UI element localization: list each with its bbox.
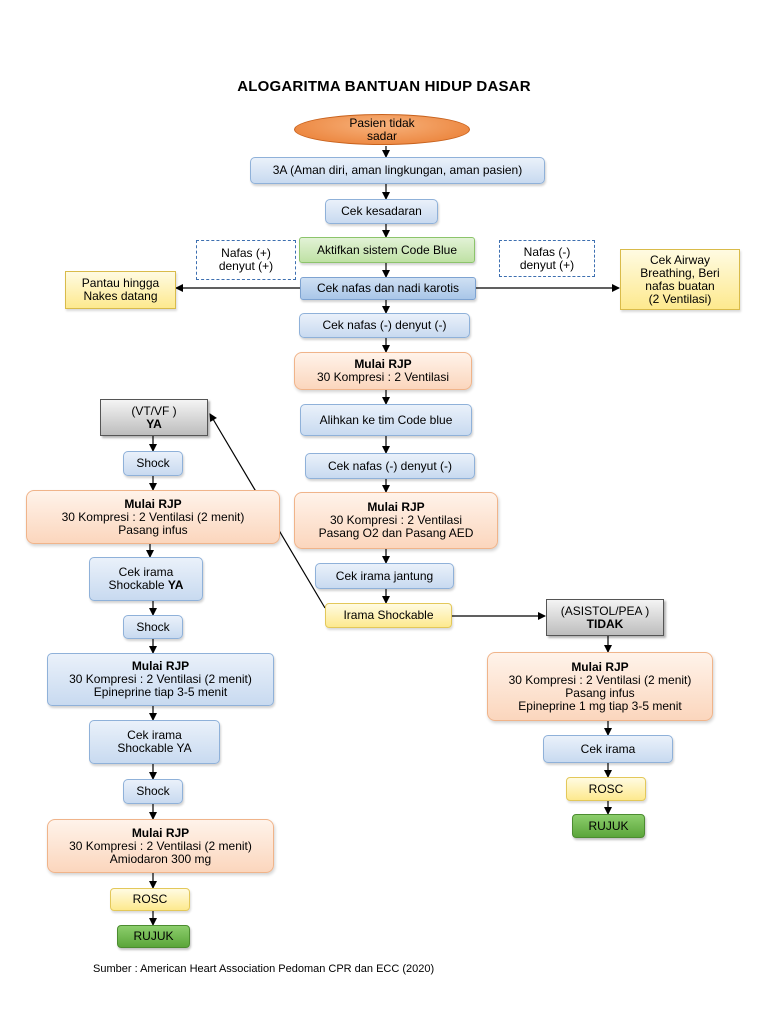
node-shock-3: Shock: [123, 779, 183, 804]
rujuk-left-label: RUJUK: [133, 929, 174, 943]
node-shock-2: Shock: [123, 615, 183, 639]
rosc-left-label: ROSC: [132, 892, 168, 906]
rjp-c-title: Mulai RJP: [131, 825, 190, 840]
node-cek-irama-shockable-2: Cek irama Shockable YA: [89, 720, 220, 764]
rosc-right-label: ROSC: [588, 781, 624, 796]
rjp-a-line2: Pasang infus: [118, 522, 188, 537]
rjp-c-line2: Amiodaron 300 mg: [109, 851, 212, 866]
airway-line2: Breathing, Beri: [640, 265, 720, 280]
airway-line1: Cek Airway: [649, 252, 711, 267]
pantau-line2: Nakes datang: [83, 289, 158, 303]
node-mulai-rjp-c: Mulai RJP 30 Kompresi : 2 Ventilasi (2 m…: [47, 819, 274, 873]
asistol-label: (ASISTOL/PEA ): [560, 603, 650, 618]
shock-1-label: Shock: [136, 456, 170, 470]
nafas-minus-line2: denyut (+): [519, 257, 575, 272]
rjp-a-line1: 30 Kompresi : 2 Ventilasi (2 menit): [61, 509, 245, 524]
asistol-tidak-label: TIDAK: [586, 616, 624, 631]
alihkan-label: Alihkan ke tim Code blue: [319, 412, 453, 427]
node-rujuk-left: RUJUK: [117, 925, 190, 948]
step-cek-nafas-denyut-1: Cek nafas (-) denyut (-): [299, 313, 470, 338]
shock-2-label: Shock: [136, 619, 170, 634]
note-nafas-plus: Nafas (+) denyut (+): [196, 240, 296, 280]
step-irama-shockable: Irama Shockable: [325, 603, 452, 628]
step-mulai-rjp-2: Mulai RJP 30 Kompresi : 2 Ventilasi Pasa…: [294, 492, 498, 549]
rjp-right-title: Mulai RJP: [571, 659, 629, 674]
rjp2-title: Mulai RJP: [367, 500, 425, 514]
rjp2-line2: Pasang O2 dan Pasang AED: [318, 526, 474, 540]
source-note: Sumber : American Heart Association Pedo…: [93, 963, 435, 975]
cek-nafas-denyut-1-label: Cek nafas (-) denyut (-): [322, 318, 447, 332]
rjp-right-line1: 30 Kompresi : 2 Ventilasi (2 menit): [508, 672, 692, 687]
rjp1-line1: 30 Kompresi : 2 Ventilasi: [316, 370, 450, 384]
step-cek-irama-jantung: Cek irama jantung: [315, 563, 454, 589]
cek-irama-1-shockable: Shockable: [108, 578, 165, 592]
cek-irama-2-line1: Cek irama: [127, 728, 182, 742]
airway-line3: nafas buatan: [645, 278, 715, 293]
node-shock-1: Shock: [123, 451, 183, 476]
start-node: Pasien tidak sadar: [294, 114, 470, 145]
irama-shockable-label: Irama Shockable: [343, 608, 434, 622]
node-pantau: Pantau hingga Nakes datang: [65, 271, 176, 309]
rjp-right-line3: Epineprine 1 mg tiap 3-5 menit: [518, 698, 682, 713]
cek-irama-1-ya: YA: [167, 578, 184, 592]
rjp1-title: Mulai RJP: [354, 357, 412, 371]
rjp-right-line2: Pasang infus: [565, 685, 635, 700]
rjp-b-title: Mulai RJP: [131, 659, 190, 673]
step-3a-label: 3A (Aman diri, aman lingkungan, aman pas…: [272, 163, 523, 177]
node-asistol-tidak: (ASISTOL/PEA ) TIDAK: [546, 599, 664, 636]
pantau-line1: Pantau hingga: [81, 276, 160, 290]
start-label-line2: sadar: [366, 128, 398, 143]
rjp-b-line1: 30 Kompresi : 2 Ventilasi (2 menit): [69, 672, 252, 686]
rjp-a-title: Mulai RJP: [124, 496, 182, 511]
rujuk-right-label: RUJUK: [588, 818, 629, 833]
cek-irama-1-line2: Shockable YA: [109, 579, 184, 592]
step-cek-nafas-denyut-2: Cek nafas (-) denyut (-): [305, 453, 475, 479]
node-cek-irama-right: Cek irama: [543, 735, 673, 763]
node-mulai-rjp-b: Mulai RJP 30 Kompresi : 2 Ventilasi (2 m…: [47, 653, 274, 706]
node-mulai-rjp-right: Mulai RJP 30 Kompresi : 2 Ventilasi (2 m…: [487, 652, 713, 721]
node-cek-irama-shockable-1: Cek irama Shockable YA: [89, 557, 203, 601]
nafas-plus-line2: denyut (+): [218, 259, 274, 273]
cek-irama-jantung-label: Cek irama jantung: [335, 568, 434, 583]
vtvf-ya-label: YA: [146, 416, 162, 431]
rjp-b-line2: Epineprine tiap 3-5 menit: [93, 685, 228, 699]
node-airway: Cek Airway Breathing, Beri nafas buatan …: [620, 249, 740, 310]
page-title: ALOGARITMA BANTUAN HIDUP DASAR: [237, 78, 531, 95]
vtvf-label: (VT/VF ): [131, 403, 177, 418]
cek-nafas-nadi-label: Cek nafas dan nadi karotis: [316, 281, 460, 295]
step-mulai-rjp-1: Mulai RJP 30 Kompresi : 2 Ventilasi: [294, 352, 472, 390]
shock-3-label: Shock: [136, 784, 170, 798]
step-code-blue: Aktifkan sistem Code Blue: [299, 237, 475, 263]
step-alihkan: Alihkan ke tim Code blue: [300, 404, 472, 436]
node-rosc-right: ROSC: [566, 777, 646, 801]
cek-irama-2-line2: Shockable YA: [117, 741, 192, 755]
cek-kesadaran-label: Cek kesadaran: [341, 204, 422, 218]
node-rujuk-right: RUJUK: [572, 814, 645, 838]
node-vtvf-ya: (VT/VF ) YA: [100, 399, 208, 436]
start-label-line1: Pasien tidak: [349, 115, 415, 130]
step-cek-nafas-nadi: Cek nafas dan nadi karotis: [300, 277, 476, 300]
airway-line4: (2 Ventilasi): [648, 291, 712, 306]
cek-irama-1-line1: Cek irama: [118, 565, 174, 579]
node-rosc-left: ROSC: [110, 888, 190, 911]
nafas-plus-line1: Nafas (+): [221, 246, 271, 260]
note-nafas-minus: Nafas (-) denyut (+): [499, 240, 595, 277]
code-blue-label: Aktifkan sistem Code Blue: [316, 242, 458, 257]
nafas-minus-line1: Nafas (-): [523, 244, 571, 259]
node-mulai-rjp-a: Mulai RJP 30 Kompresi : 2 Ventilasi (2 m…: [26, 490, 280, 544]
step-3a: 3A (Aman diri, aman lingkungan, aman pas…: [250, 157, 545, 184]
cek-nafas-denyut-2-label: Cek nafas (-) denyut (-): [327, 458, 453, 473]
rjp-c-line1: 30 Kompresi : 2 Ventilasi (2 menit): [69, 838, 252, 853]
rjp2-line1: 30 Kompresi : 2 Ventilasi: [329, 513, 463, 527]
cek-irama-right-label: Cek irama: [580, 741, 636, 756]
step-cek-kesadaran: Cek kesadaran: [325, 199, 438, 224]
